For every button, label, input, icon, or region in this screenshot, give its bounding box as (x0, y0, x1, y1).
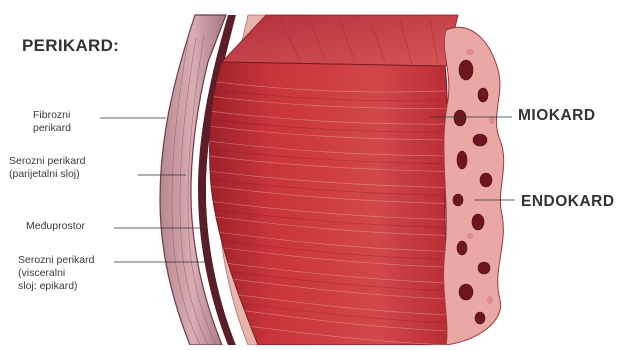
myocardium (210, 62, 451, 345)
label-line: (parijetalni sloj) (9, 168, 139, 181)
label-line: Međuprostor (26, 220, 146, 233)
label-pericardial-space: Međuprostor (26, 220, 146, 233)
endocardium-trabeculae (444, 27, 504, 345)
label-fibrous-pericardium: Fibrozni perikard (33, 109, 113, 135)
label-line: Serozni perikard (18, 254, 138, 267)
diagram-title: PERIKARD: (22, 36, 119, 56)
label-line: (visceralni (18, 267, 138, 280)
label-line: perikard (33, 122, 113, 135)
label-line: Serozni perikard (9, 155, 139, 168)
label-miokard: MIOKARD (518, 107, 596, 125)
label-line: Fibrozni (33, 109, 113, 122)
label-endokard: ENDOKARD (521, 193, 615, 211)
label-line: sloj: epikard) (18, 280, 138, 293)
label-visceral-serous: Serozni perikard (visceralni sloj: epika… (18, 254, 138, 293)
label-parietal-serous: Serozni perikard (parijetalni sloj) (9, 155, 139, 181)
